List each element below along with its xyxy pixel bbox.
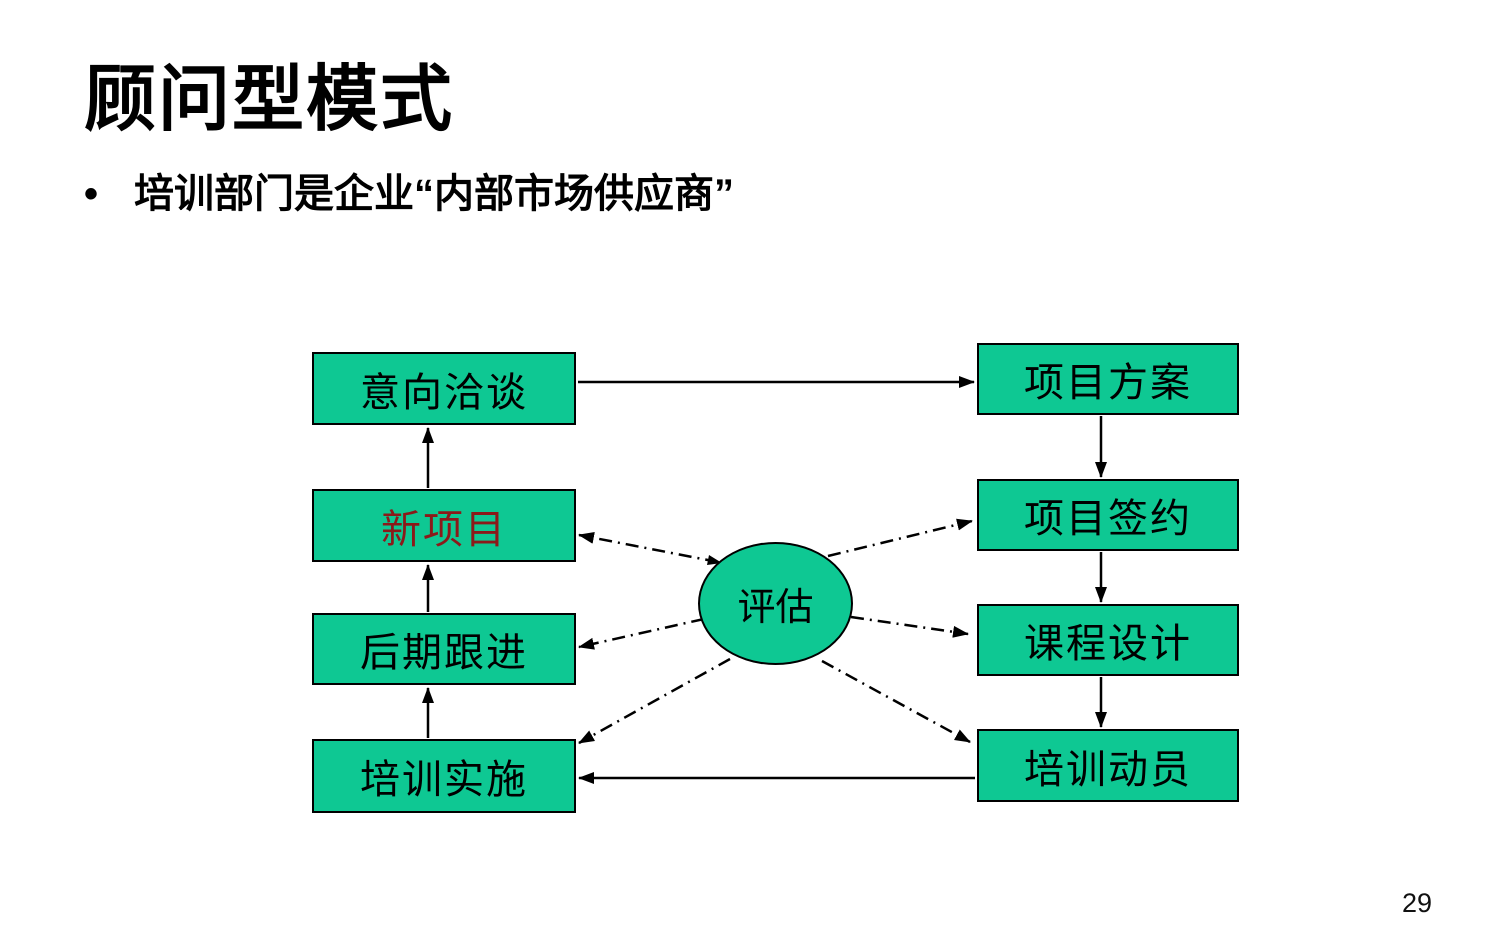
node-project-signing: 项目签约 — [977, 479, 1239, 551]
node-intent-negotiation: 意向洽谈 — [312, 352, 576, 425]
bullet-marker: • — [84, 172, 99, 216]
node-new-project: 新项目 — [312, 489, 576, 562]
node-follow-up: 后期跟进 — [312, 613, 576, 685]
page-title: 顾问型模式 — [84, 60, 455, 140]
bullet-text: 培训部门是企业“内部市场供应商” — [134, 172, 735, 216]
node-training-mobilization: 培训动员 — [977, 729, 1239, 802]
bullet-item: • 培训部门是企业“内部市场供应商” — [84, 168, 734, 220]
edge-evaluation-to-followup — [578, 617, 705, 650]
edge-evaluation-to-newproject — [578, 531, 719, 564]
edge-evaluation-to-implement — [578, 657, 731, 745]
edge-evaluation-to-coursedesign — [850, 615, 969, 638]
node-evaluation: 评估 — [698, 542, 853, 665]
node-course-design: 课程设计 — [977, 604, 1239, 676]
edge-evaluation-to-mobilization — [821, 659, 971, 744]
edge-evaluation-to-signing — [827, 518, 973, 558]
node-project-proposal: 项目方案 — [977, 343, 1239, 415]
node-training-implementation: 培训实施 — [312, 739, 576, 813]
page-number: 29 — [1401, 888, 1432, 918]
